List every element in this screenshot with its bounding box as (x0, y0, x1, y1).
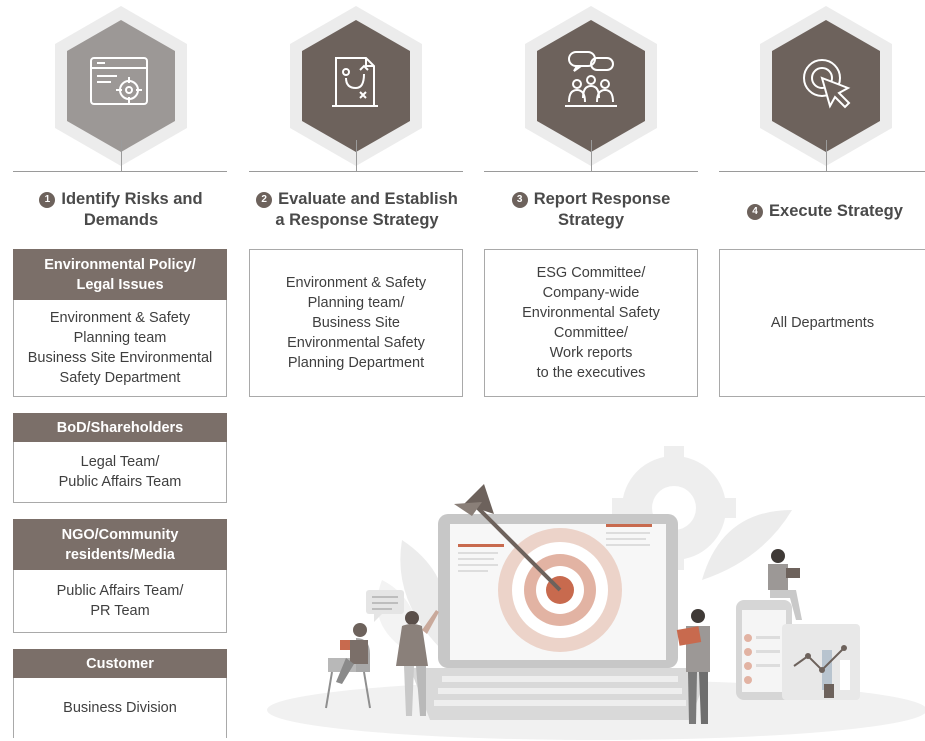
browser-target-icon (90, 57, 148, 105)
divider-line (719, 171, 925, 172)
stage-4-responsible-box: All Departments (719, 249, 925, 397)
standing-person-figure (396, 610, 439, 716)
strategy-board-icon (332, 57, 378, 107)
stage-number-badge: 1 (39, 192, 56, 208)
connector-line (356, 140, 357, 171)
connector-line (121, 140, 122, 171)
phone-dashboard-icon (736, 600, 860, 700)
stage-4-hexagon (756, 6, 896, 166)
man-with-tablet-figure (676, 609, 710, 724)
stakeholder-header: NGO/Community residents/Media (13, 519, 227, 570)
stakeholder-body: Environment & Safety Planning team Busin… (13, 300, 227, 397)
stage-number-badge: 4 (747, 204, 764, 220)
stage-3-hexagon (521, 6, 661, 166)
stakeholder-body: Public Affairs Team/ PR Team (13, 570, 227, 633)
strategy-illustration (267, 446, 925, 740)
stakeholder-header: BoD/Shareholders (13, 413, 227, 442)
connector-line (826, 140, 827, 171)
stage-2-responsible-box: Environment & Safety Planning team/ Busi… (249, 249, 463, 397)
seated-person-figure (325, 623, 371, 709)
stakeholder-header: Customer (13, 649, 227, 678)
divider-line (249, 171, 463, 172)
arrow-icon (454, 484, 562, 592)
stage-number-badge: 2 (256, 192, 273, 208)
stage-2-hexagon (286, 6, 426, 166)
connector-line (591, 140, 592, 171)
stakeholder-body: Legal Team/ Public Affairs Team (13, 442, 227, 503)
speech-bubble-icon (366, 590, 404, 622)
stage-3-responsible-box: ESG Committee/ Company-wide Environmenta… (484, 249, 698, 397)
sitting-person-figure (768, 549, 802, 620)
click-cursor-icon (803, 59, 851, 109)
stakeholder-body: Business Division (13, 678, 227, 738)
stakeholder-header: Environmental Policy/ Legal Issues (13, 249, 227, 300)
meeting-group-icon (565, 51, 617, 107)
stage-number-badge: 3 (511, 192, 528, 208)
divider-line (484, 171, 698, 172)
stage-1-hexagon (51, 6, 191, 166)
divider-line (13, 171, 227, 172)
